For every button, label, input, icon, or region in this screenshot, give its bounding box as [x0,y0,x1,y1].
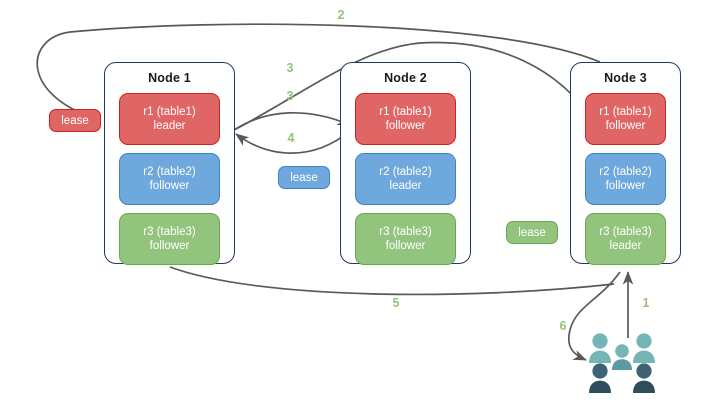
replica-name: r2 (table2) [143,166,196,178]
replica-r3[interactable]: r3 (table3) leader [585,213,666,265]
replica-role: follower [385,120,426,132]
lease-badge-r1[interactable]: lease [49,109,101,132]
replica-r1[interactable]: r1 (table1) follower [355,93,456,145]
replica-r3[interactable]: r3 (table3) follower [119,213,220,265]
replica-name: r2 (table2) [379,166,432,178]
replica-role: follower [149,180,190,192]
replica-name: r3 (table3) [143,226,196,238]
replica-name: r1 (table1) [379,106,432,118]
lease-badge-r3[interactable]: lease [506,221,558,244]
replica-r1[interactable]: r1 (table1) leader [119,93,220,145]
edge-5-path [169,266,615,296]
replica-role: follower [149,240,190,252]
replica-r3[interactable]: r3 (table3) follower [355,213,456,265]
replica-role: leader [389,180,422,192]
user-figure-back-right [633,333,655,363]
node-box-1[interactable]: Node 1 r1 (table1) leader r2 (table2) fo… [104,62,235,265]
node-title: Node 3 [604,71,647,85]
replica-r2[interactable]: r2 (table2) follower [585,153,666,205]
replica-r1[interactable]: r1 (table1) follower [585,93,666,145]
node-title: Node 2 [384,71,427,85]
replica-r2[interactable]: r2 (table2) follower [119,153,220,205]
lease-badge-r2[interactable]: lease [278,166,330,189]
replica-name: r2 (table2) [599,166,652,178]
users-group-icon [589,333,655,393]
edge-label-4: 4 [287,131,295,145]
replica-role: follower [605,120,646,132]
replica-role: leader [153,120,186,132]
edge-label-3b: 3 [286,89,294,103]
edge-label-3a: 3 [286,61,294,75]
edge-3b-path [233,112,351,131]
replica-role: follower [385,240,426,252]
replica-role: follower [605,180,646,192]
node-box-2[interactable]: Node 2 r1 (table1) follower r2 (table2) … [340,62,471,265]
replica-role: leader [609,240,642,252]
user-figure-back-left [589,333,611,363]
user-figure-front-right [633,363,655,393]
replica-name: r1 (table1) [599,106,652,118]
edge-label-5: 5 [392,296,400,310]
edge-label-6: 6 [559,319,567,333]
edge-label-1: 1 [642,296,650,310]
node-box-3[interactable]: Node 3 r1 (table1) follower r2 (table2) … [570,62,681,265]
node-title: Node 1 [148,71,191,85]
replica-name: r3 (table3) [599,226,652,238]
replica-name: r1 (table1) [143,106,196,118]
user-figure-back-center [612,344,632,370]
user-figure-front-left [589,363,611,393]
replica-r2[interactable]: r2 (table2) leader [355,153,456,205]
edge-label-2: 2 [337,8,345,22]
replica-name: r3 (table3) [379,226,432,238]
